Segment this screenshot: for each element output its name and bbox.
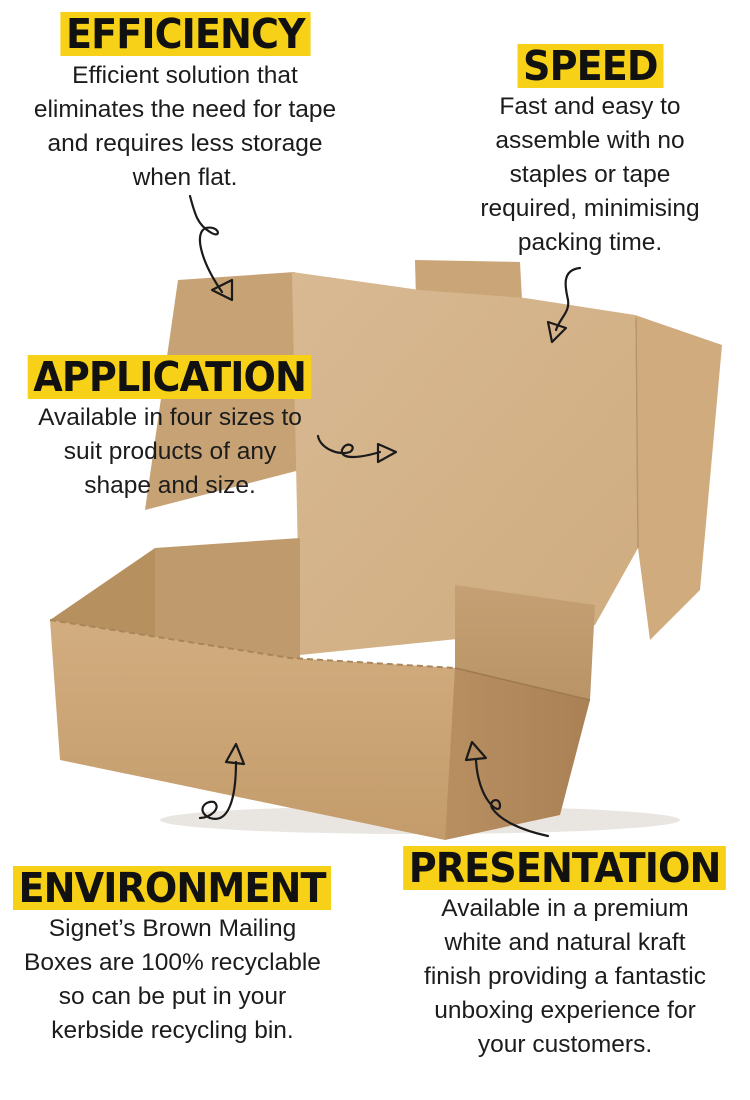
- environment-heading: ENVIRONMENT: [13, 866, 332, 910]
- environment-section: ENVIRONMENT Signet’s Brown Mailing Boxes…: [0, 866, 345, 1048]
- box-lid: [292, 272, 638, 655]
- arrow-speed: [546, 266, 582, 344]
- arrow-presentation: [464, 740, 550, 838]
- application-heading: APPLICATION: [28, 355, 312, 399]
- environment-description: Signet’s Brown Mailing Boxes are 100% re…: [24, 915, 321, 1044]
- application-section: APPLICATION Available in four sizes to s…: [0, 355, 340, 503]
- arrow-environment: [198, 742, 246, 820]
- box-inner-right: [455, 585, 595, 700]
- box-lid-right-flap: [635, 315, 722, 640]
- presentation-section: PRESENTATION Available in a premium whit…: [380, 846, 750, 1062]
- box-tuck-tab: [415, 260, 522, 300]
- box-front-panel: [50, 620, 455, 840]
- presentation-description: Available in a premium white and natural…: [424, 895, 706, 1058]
- application-description: Available in four sizes to suit products…: [38, 404, 302, 499]
- presentation-heading: PRESENTATION: [403, 846, 727, 890]
- efficiency-heading: EFFICIENCY: [60, 12, 310, 56]
- arrow-efficiency: [188, 194, 234, 302]
- speed-heading: SPEED: [517, 44, 663, 88]
- box-inner-back: [155, 538, 300, 660]
- speed-description: Fast and easy to assemble with no staple…: [480, 93, 700, 256]
- efficiency-section: EFFICIENCY Efficient solution that elimi…: [0, 12, 370, 195]
- box-right-side: [445, 668, 590, 840]
- speed-section: SPEED Fast and easy to assemble with no …: [455, 44, 725, 260]
- efficiency-description: Efficient solution that eliminates the n…: [33, 62, 337, 191]
- arrow-application: [316, 434, 398, 464]
